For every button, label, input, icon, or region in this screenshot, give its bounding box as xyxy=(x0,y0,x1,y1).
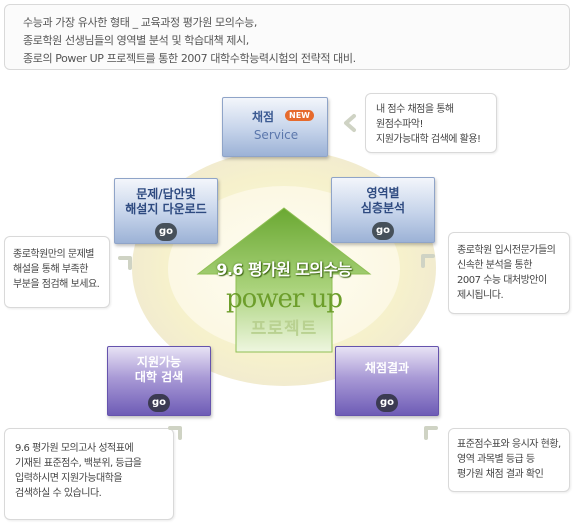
university-search-label-line1: 지원가능 xyxy=(136,355,182,369)
in-depth-analysis-label-line1: 영역별 xyxy=(366,186,400,200)
note-line: 신속한 분석을 통한 xyxy=(457,260,532,271)
note-line: 부분을 점검해 보세요. xyxy=(13,279,100,290)
note-line: 내 점수 채점을 통해 xyxy=(376,104,454,115)
in-depth-analysis-button[interactable]: 영역별 심층분석 go xyxy=(331,177,435,243)
center-project: 프로젝트 xyxy=(250,319,318,339)
go-button[interactable]: go xyxy=(372,222,394,240)
power-up-arrow-icon xyxy=(196,207,372,353)
note-line: 종로학원만의 문제별 xyxy=(13,249,94,260)
note-line: 기재된 표준점수, 백분위, 등급을 xyxy=(15,458,142,469)
download-answers-button[interactable]: 문제/답안및 해설지 다운로드 go xyxy=(114,178,218,244)
university-search-button[interactable]: 지원가능 대학 검색 go xyxy=(107,346,211,416)
note-line: 표준점수표와 응시자 현황, xyxy=(457,439,561,450)
center-title: 9.6 평가원 모의수능 xyxy=(216,260,352,279)
university-search-label: 지원가능 대학 검색 xyxy=(108,347,210,385)
in-depth-analysis-label: 영역별 심층분석 xyxy=(332,178,434,216)
chevron-left-icon xyxy=(340,113,360,133)
note-line: 종로학원 입시전문가들의 xyxy=(457,245,556,256)
score-service-label: 채점 xyxy=(251,110,275,124)
note-result: 표준점수표와 응시자 현황, 영역 과목별 등급 등 평가원 채점 결과 확인 xyxy=(448,428,570,492)
chevron-up-left-icon xyxy=(419,252,439,272)
note-line: 지원가능대학 검색에 활용! xyxy=(376,134,481,145)
note-line: 입력하시면 지원가능대학을 xyxy=(15,473,123,484)
note-line: 평가원 채점 결과 확인 xyxy=(457,469,544,480)
in-depth-analysis-label-line2: 심층분석 xyxy=(360,201,406,215)
score-result-label-line1: 채점결과 xyxy=(364,361,410,375)
score-service-button[interactable]: 채점 NEW Service xyxy=(222,97,328,157)
chevron-up-left-icon xyxy=(422,424,442,444)
download-answers-label-line2: 해설지 다운로드 xyxy=(125,202,207,216)
intro-panel: 수능과 가장 유사한 형태 _ 교육과정 평가원 모의수능, 종로학원 선생님들… xyxy=(4,4,570,70)
score-result-button[interactable]: 채점결과 go xyxy=(335,346,439,416)
download-answers-label: 문제/답안및 해설지 다운로드 xyxy=(115,179,217,217)
note-line: 제시됩니다. xyxy=(457,290,504,301)
note-line: 검색하실 수 있습니다. xyxy=(15,488,102,499)
chevron-up-right-icon xyxy=(166,424,186,444)
note-line: 2007 수능 대처방안이 xyxy=(457,275,547,286)
download-answers-label-line1: 문제/답안및 xyxy=(136,187,196,201)
score-result-label: 채점결과 xyxy=(336,347,438,376)
new-badge: NEW xyxy=(285,110,314,121)
intro-line-3: 종로의 Power UP 프로젝트를 통한 2007 대학수학능력시험의 전략적… xyxy=(23,52,356,65)
go-button[interactable]: go xyxy=(376,394,398,412)
chevron-up-right-icon xyxy=(116,254,136,274)
note-line: 영역 과목별 등급 등 xyxy=(457,454,535,465)
go-button[interactable]: go xyxy=(155,223,177,241)
note-line: 9.6 평가원 모의고사 성적표에 xyxy=(15,443,134,454)
note-line: 원점수파악! xyxy=(376,119,424,130)
note-download: 종로학원만의 문제별 해설을 통해 부족한 부분을 점검해 보세요. xyxy=(4,236,110,308)
university-search-label-line2: 대학 검색 xyxy=(134,370,184,384)
intro-line-2: 종로학원 선생님들의 영역별 분석 및 학습대책 제시, xyxy=(23,34,249,47)
center-power-up: power up xyxy=(225,284,343,314)
note-line: 해설을 통해 부족한 xyxy=(13,264,88,275)
score-service-sublabel: Service xyxy=(253,128,299,142)
go-button[interactable]: go xyxy=(148,394,170,412)
note-analysis: 종로학원 입시전문가들의 신속한 분석을 통한 2007 수능 대처방안이 제시… xyxy=(448,232,570,314)
intro-line-1: 수능과 가장 유사한 형태 _ 교육과정 평가원 모의수능, xyxy=(23,16,257,29)
note-search: 9.6 평가원 모의고사 성적표에 기재된 표준점수, 백분위, 등급을 입력하… xyxy=(4,428,174,520)
note-score-service: 내 점수 채점을 통해 원점수파악! 지원가능대학 검색에 활용! xyxy=(365,93,497,153)
